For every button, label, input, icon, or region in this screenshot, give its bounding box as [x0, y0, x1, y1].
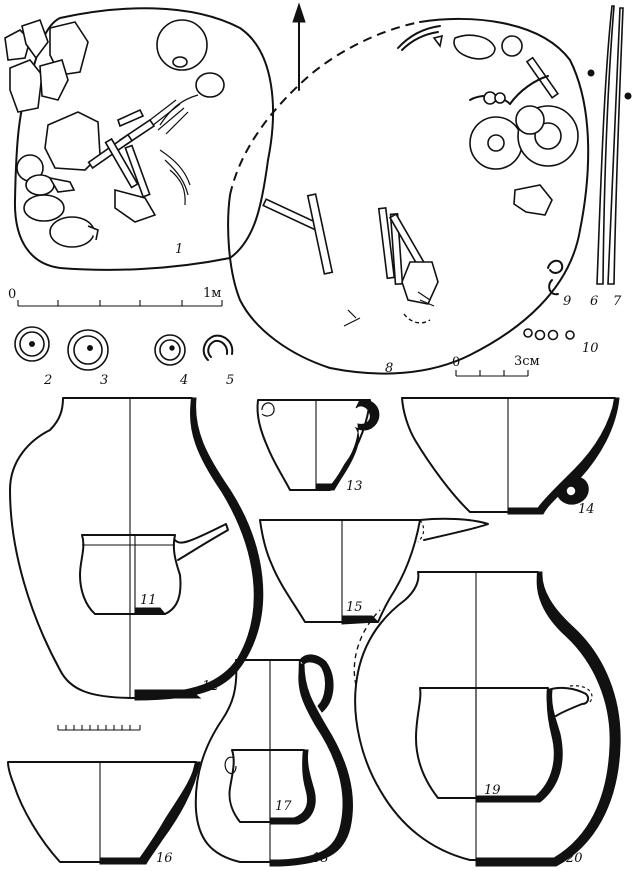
vessel-14: 14	[401, 397, 620, 517]
cm-scale-end: 3см	[514, 354, 540, 369]
figure-label-9: 9	[563, 294, 571, 309]
ring-2: 2	[14, 326, 52, 388]
vessel-13: 13	[256, 399, 380, 494]
north-arrow	[292, 2, 306, 91]
figure-label-16: 16	[156, 851, 173, 866]
figure-label-14: 14	[578, 502, 595, 517]
vessel-19: 19	[415, 685, 593, 803]
figure-label-10: 10	[582, 341, 599, 356]
figure-label-11: 11	[140, 593, 157, 608]
grave-plan-1: 1	[4, 7, 274, 271]
figure-label-20: 20	[565, 851, 583, 866]
figure-label-1: 1	[175, 242, 183, 257]
figure-label-12: 12	[202, 679, 219, 694]
ring-3: 3	[67, 329, 109, 388]
centimeter-scale-bar: 0 3см	[452, 354, 540, 377]
beads-10: 10	[523, 328, 599, 356]
figure-label-7: 7	[613, 294, 622, 309]
figure-label-18: 18	[312, 851, 329, 866]
figure-label-13: 13	[346, 479, 363, 494]
ring-5: 5	[202, 334, 234, 388]
vessel-18: 18	[194, 654, 353, 867]
spiral-9: 9	[547, 259, 571, 309]
vessel-16: 16	[7, 761, 201, 866]
meter-scale-end: 1м	[203, 286, 221, 301]
figure-label-2: 2	[43, 373, 52, 388]
figure-label-19: 19	[484, 783, 501, 798]
figure-label-4: 4	[179, 373, 188, 388]
vessel-15: 15	[259, 517, 489, 625]
figure-label-5: 5	[226, 373, 234, 388]
figure-label-8: 8	[385, 361, 393, 376]
ring-4: 4	[154, 334, 188, 388]
cm-scale-zero: 0	[452, 355, 460, 370]
vessel-11: 11	[79, 523, 229, 615]
figure-label-17: 17	[275, 799, 292, 814]
vessel-scale-ruler	[57, 725, 141, 731]
figure-label-6: 6	[590, 294, 598, 309]
figure-label-15: 15	[346, 600, 363, 615]
vessel-17: 17	[224, 749, 316, 825]
vessel-12: 12	[9, 397, 264, 701]
vessel-20: 20	[353, 571, 621, 867]
meter-scale-bar: 0 1м	[8, 286, 223, 307]
pins-6-7: 6 7	[587, 5, 632, 309]
figure-label-3: 3	[100, 373, 108, 388]
grave-plan-8: 8	[227, 17, 590, 376]
meter-scale-zero: 0	[8, 287, 16, 302]
